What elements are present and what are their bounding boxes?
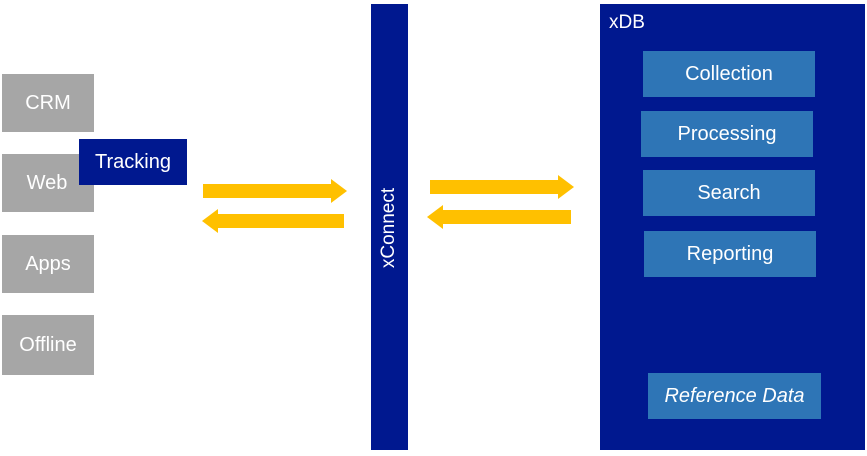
- source-offline-label: Offline: [19, 333, 77, 356]
- service-processing-label: Processing: [677, 122, 777, 145]
- source-offline: Offline: [2, 315, 94, 375]
- source-crm-label: CRM: [25, 91, 71, 114]
- source-web-label: Web: [26, 171, 68, 194]
- arrow-left-right-pair: [427, 205, 571, 229]
- reference-data-box: Reference Data: [648, 373, 821, 419]
- service-reporting-label: Reporting: [686, 242, 774, 265]
- xconnect-label: xConnect: [378, 187, 399, 269]
- tracking-label: Tracking: [95, 150, 171, 173]
- source-web: Web: [2, 154, 94, 212]
- xdb-title: xDB: [609, 12, 645, 33]
- xconnect-bar: [371, 4, 408, 450]
- arrow-left-left-pair: [202, 209, 344, 233]
- service-search-label: Search: [697, 181, 761, 204]
- service-search: Search: [643, 170, 815, 216]
- source-crm: CRM: [2, 74, 94, 132]
- service-reporting: Reporting: [644, 231, 816, 277]
- reference-data-label: Reference Data: [664, 384, 805, 407]
- source-apps: Apps: [2, 235, 94, 293]
- arrow-right-right-pair: [430, 175, 574, 199]
- source-apps-label: Apps: [25, 252, 71, 275]
- service-processing: Processing: [641, 111, 813, 157]
- tracking-box: Tracking: [79, 139, 187, 185]
- service-collection: Collection: [643, 51, 815, 97]
- service-collection-label: Collection: [685, 62, 773, 85]
- arrow-right-left-pair: [203, 179, 347, 203]
